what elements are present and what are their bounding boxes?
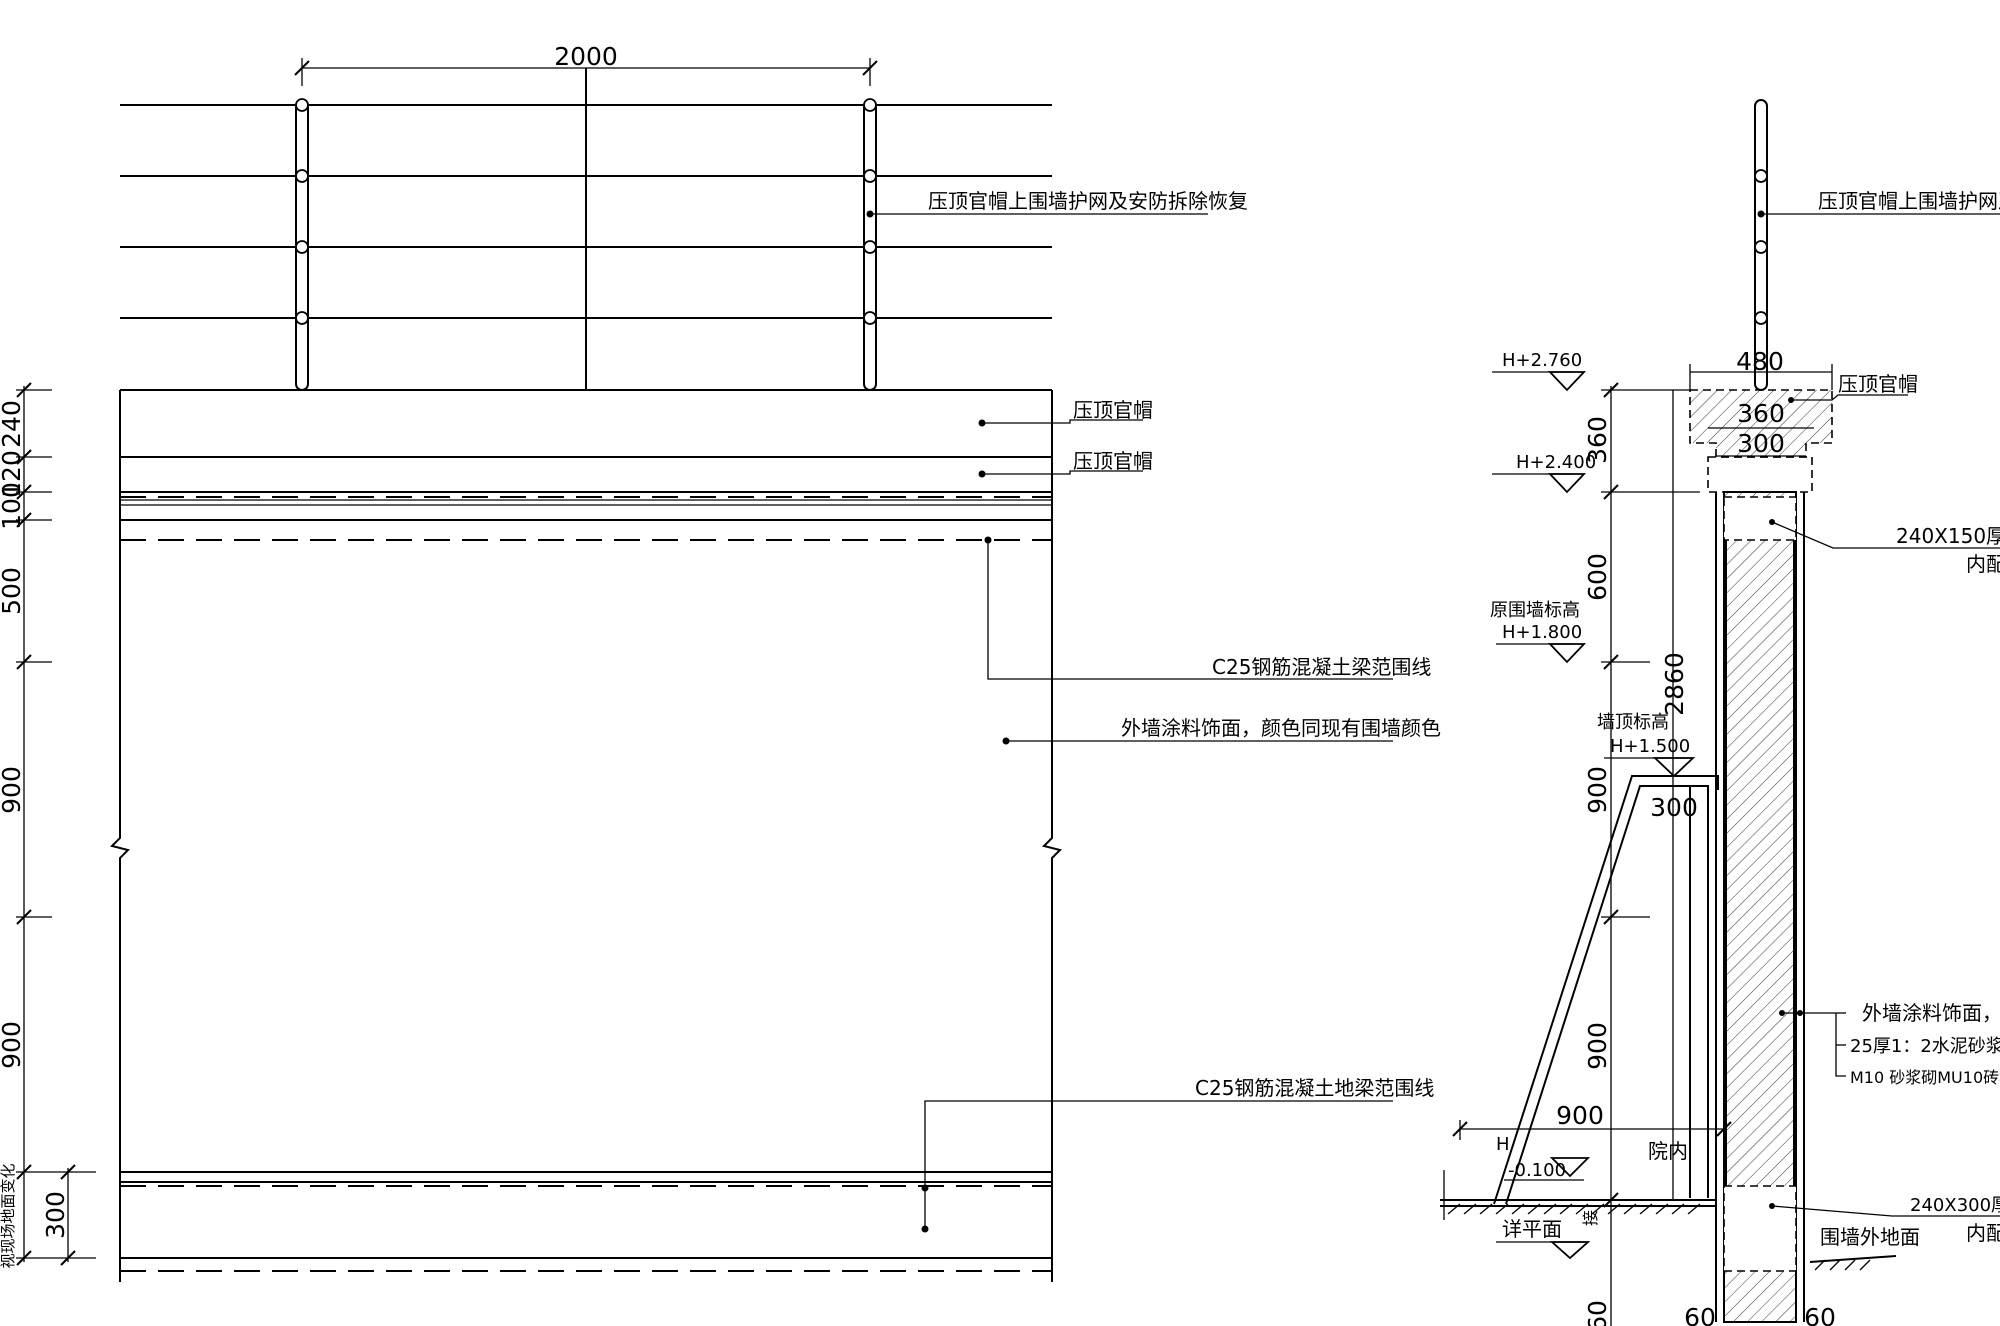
dim-v-600: 600 bbox=[1583, 553, 1612, 601]
dim-60-right: 60 bbox=[1804, 1303, 1836, 1326]
dim-brace-900: 900 bbox=[1556, 1101, 1604, 1130]
section-dimension-chain: 360 600 900 900 60 2860 bbox=[1583, 382, 1700, 1326]
callout-beam-line: C25钢筋混凝土梁范围线 bbox=[1212, 655, 1431, 679]
wall-elevation bbox=[110, 389, 1062, 1282]
dim-120: 120 bbox=[0, 450, 26, 498]
label-finish-2: 25厚1：2水泥砂浆 bbox=[1850, 1036, 2000, 1057]
elev-2400: H+2.400 bbox=[1516, 452, 1596, 473]
section-brace: 300 900 院内 接 60 60 bbox=[1440, 775, 1836, 1326]
elev-1500: H+1.500 bbox=[1610, 736, 1690, 757]
elev-2760: H+2.760 bbox=[1502, 350, 1582, 371]
dim-300-cap: 300 bbox=[1737, 429, 1785, 458]
label-outside-ground: 围墙外地面 bbox=[1820, 1225, 1920, 1249]
elev-h: H bbox=[1496, 1134, 1510, 1155]
elev-1800: H+1.800 bbox=[1502, 622, 1582, 643]
dim-2000: 2000 bbox=[554, 42, 618, 71]
dim-360: 360 bbox=[1737, 399, 1785, 428]
section-callout-fence: 压顶官帽上围墙护网及安 bbox=[1818, 189, 2000, 213]
section-wall bbox=[1715, 491, 1805, 1323]
section-callout-cap: 压顶官帽 bbox=[1838, 372, 1918, 396]
callout-wall-finish: 外墙涂料饰面，颜色同现有围墙颜色 bbox=[1121, 716, 1441, 740]
elev-orig-label: 原围墙标高 bbox=[1490, 600, 1580, 621]
dim-60-mid: 60 bbox=[1684, 1303, 1716, 1326]
label-finish-1: 外墙涂料饰面，颜 bbox=[1862, 1001, 2000, 1025]
dim-500: 500 bbox=[0, 567, 26, 615]
elev-wall-top-label: 墙顶标高 bbox=[1597, 712, 1669, 733]
callout-cap-2: 压顶官帽 bbox=[1073, 449, 1153, 473]
left-dimension-chain: 240 120 100 500 900 900 300 视现场地面变化 bbox=[0, 382, 96, 1269]
elevation-view: 2000 压顶官帽上围墙护网及安防拆除恢复 bbox=[0, 42, 1441, 1282]
elev-minus-0100: -0.100 bbox=[1508, 1160, 1566, 1181]
dim-v-900-lower: 900 bbox=[1583, 1022, 1612, 1070]
label-inside: 院内 bbox=[1648, 1139, 1688, 1163]
dim-2860: 2860 bbox=[1660, 652, 1689, 716]
callout-ground-beam-line: C25钢筋混凝土地梁范围线 bbox=[1195, 1076, 1434, 1100]
label-beam: 240X150厚C25 bbox=[1896, 524, 2000, 548]
elevation-markers: H+2.760 H+2.400 原围墙标高 H+1.800 墙顶标高 H+1.5… bbox=[1490, 350, 1696, 1260]
label-ground-beam-reinf: 内配 bbox=[1966, 1221, 2000, 1245]
fence-net: 压顶官帽上围墙护网及安防拆除恢复 bbox=[120, 68, 1248, 391]
section-cap: 480 360 300 压顶官帽 bbox=[1689, 347, 1918, 493]
callout-fence-net: 压顶官帽上围墙护网及安防拆除恢复 bbox=[928, 189, 1248, 213]
dim-100: 100 bbox=[0, 482, 26, 530]
dim-480: 480 bbox=[1736, 347, 1784, 376]
elevation-callouts: 压顶官帽 压顶官帽 C25钢筋混凝土梁范围线 外墙涂料饰面，颜色同现有围墙颜色 … bbox=[921, 398, 1441, 1233]
dim-brace-300: 300 bbox=[1650, 793, 1698, 822]
dim-240: 240 bbox=[0, 400, 26, 448]
label-beam-reinf: 内配 bbox=[1966, 552, 2000, 576]
section-view: 压顶官帽上围墙护网及安 480 360 300 压顶官帽 bbox=[1440, 99, 2000, 1326]
dim-v-360: 360 bbox=[1583, 416, 1612, 464]
callout-cap-1: 压顶官帽 bbox=[1073, 398, 1153, 422]
label-ground-beam: 240X300厚C2 bbox=[1910, 1195, 2000, 1216]
dim-900-upper: 900 bbox=[0, 766, 26, 814]
dim-300: 300 bbox=[41, 1191, 70, 1239]
dim-v-900-upper: 900 bbox=[1583, 766, 1612, 814]
label-finish-3: M10 砂浆砌MU10砖墙 bbox=[1850, 1068, 2000, 1087]
vertical-note: 视现场地面变化 bbox=[0, 1163, 17, 1268]
label-brace-note: 接 bbox=[1581, 1210, 1600, 1226]
section-labels: 240X150厚C25 内配 外墙涂料饰面，颜 25厚1：2水泥砂浆 M10 砂… bbox=[1769, 519, 2000, 1271]
dim-v-60-bottom: 60 bbox=[1583, 1300, 1612, 1326]
label-detail-plan: 详平面 bbox=[1502, 1217, 1562, 1241]
dim-900-lower: 900 bbox=[0, 1021, 26, 1069]
